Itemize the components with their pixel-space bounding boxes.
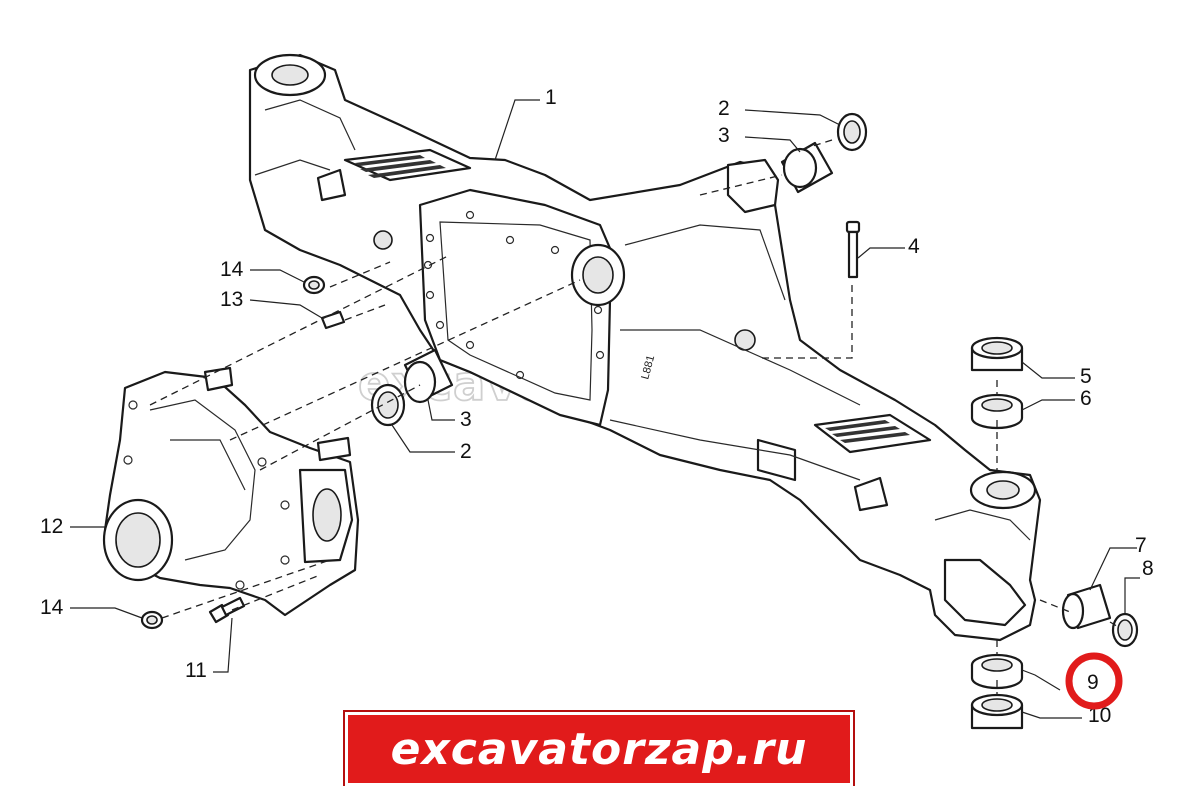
- callout-14-top: 14: [220, 258, 244, 281]
- roller-bearing-upper: [970, 336, 1024, 372]
- housing-drain-port: [373, 230, 393, 250]
- plug-lower: [140, 610, 164, 630]
- plug-upper: [302, 275, 326, 295]
- seal-upper: [970, 393, 1024, 430]
- callout-10: 10: [1088, 704, 1111, 727]
- differential-carrier: [102, 366, 360, 617]
- callout-7: 7: [1135, 534, 1147, 557]
- callout-labels: 1 2 3 4 5 6 7 8 10 11 12 13 14 14 3 2 9: [40, 86, 1154, 727]
- callout-8: 8: [1142, 557, 1154, 580]
- callout-2-top: 2: [718, 97, 730, 120]
- seal-lower: [970, 653, 1024, 690]
- seal-ring-left: [370, 383, 406, 427]
- bolt: [208, 596, 246, 624]
- rating-plate: [756, 438, 797, 482]
- ribbed-pad-left: [343, 148, 472, 182]
- roller-bearing-lower: [970, 693, 1024, 730]
- callout-9: 9: [1087, 671, 1099, 694]
- bushing-right: [780, 141, 834, 194]
- seal-ring-lower: [1111, 612, 1139, 648]
- callout-3-top: 3: [718, 124, 730, 147]
- bushing-lower: [1061, 583, 1112, 630]
- axle-housing: L881: [248, 53, 1042, 642]
- seal-ring-right: [836, 112, 868, 152]
- callout-5: 5: [1080, 365, 1092, 388]
- callout-14-bottom: 14: [40, 596, 64, 619]
- ribbed-pad-right: [813, 413, 932, 454]
- highlighted-callout-9: 9: [1065, 652, 1123, 710]
- leader-lines: [70, 99, 1140, 719]
- callout-11: 11: [185, 659, 207, 682]
- highlight-ring: [1065, 652, 1123, 710]
- assembly-lines: [149, 139, 1121, 695]
- grease-fitting: [845, 220, 861, 279]
- callout-2-middle: 2: [460, 440, 472, 463]
- callout-6: 6: [1080, 387, 1092, 410]
- callout-4: 4: [908, 235, 920, 258]
- site-banner-text: excavatorzap.ru: [390, 723, 808, 775]
- callout-3-middle: 3: [460, 408, 472, 431]
- callout-1: 1: [545, 86, 557, 109]
- site-banner[interactable]: excavatorzap.ru: [345, 712, 853, 786]
- callout-12: 12: [40, 515, 63, 538]
- callout-13: 13: [220, 288, 243, 311]
- dowel-pin: [320, 310, 346, 330]
- bushing-left: [403, 348, 454, 404]
